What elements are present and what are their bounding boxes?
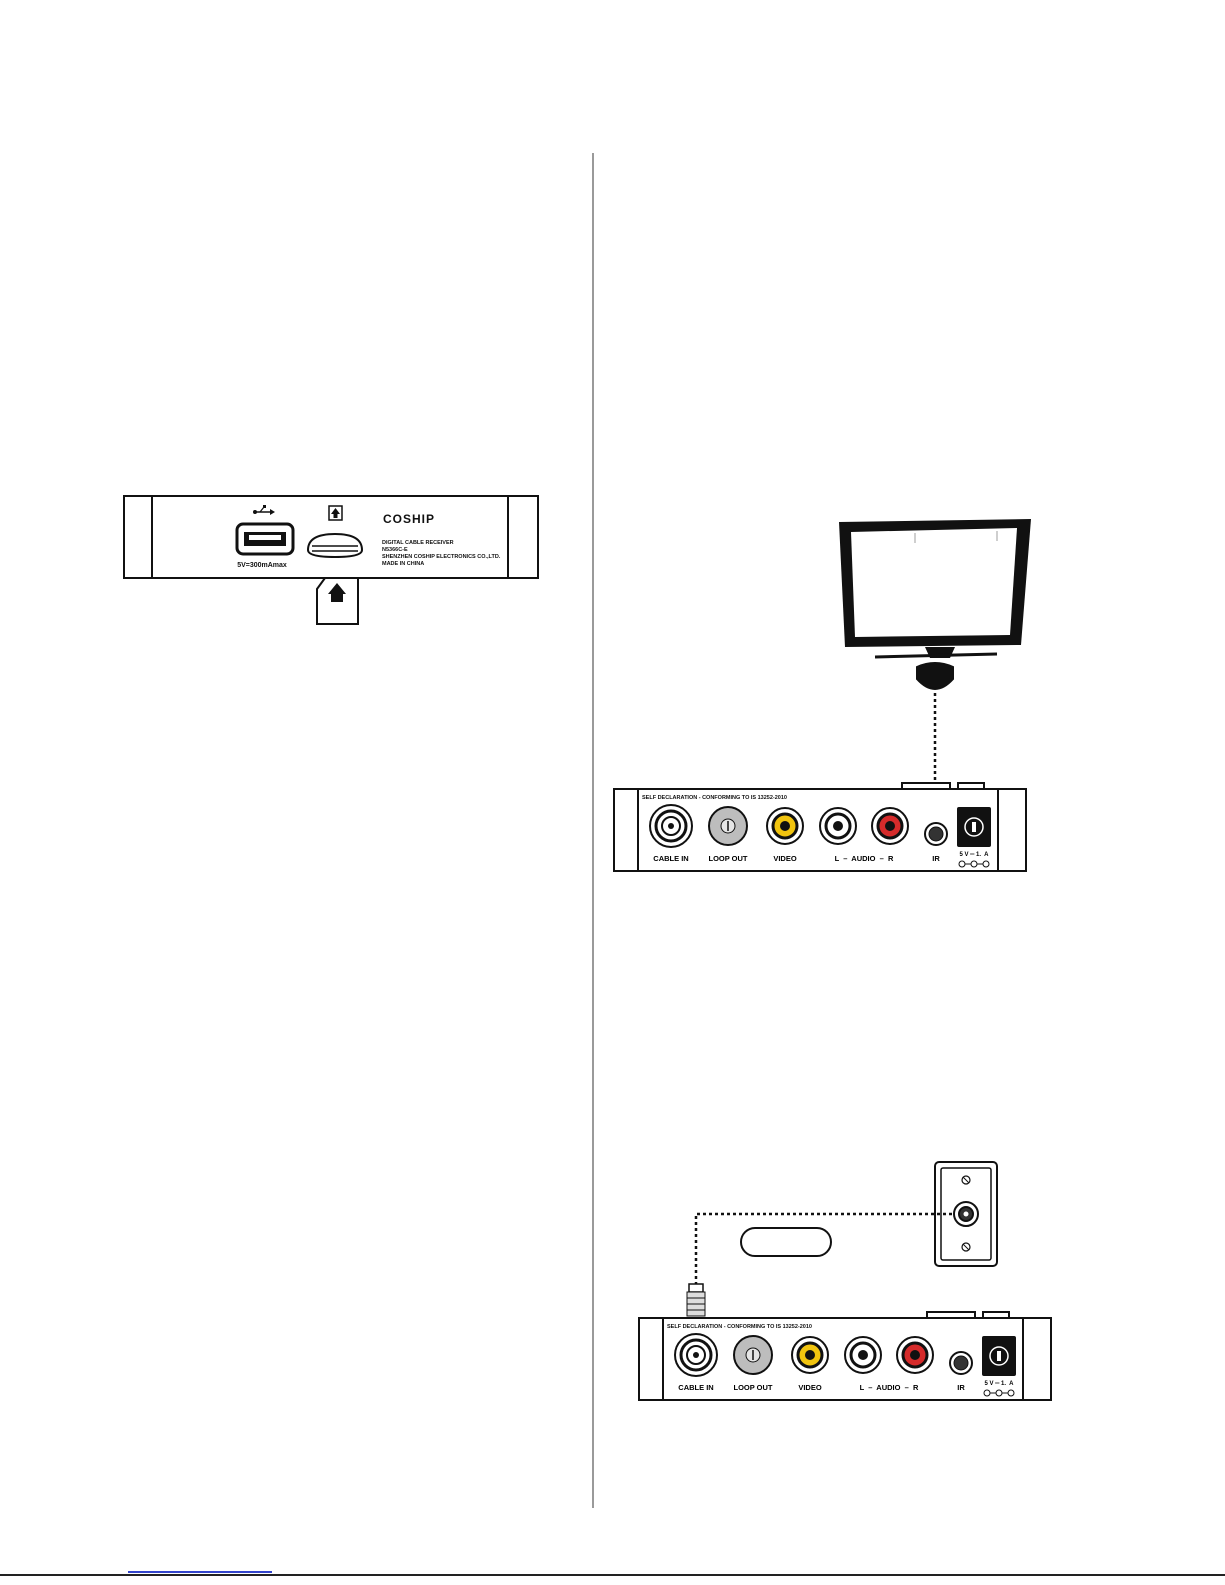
wall-outlet-icon (934, 1161, 998, 1267)
footer-rule (0, 1574, 1225, 1576)
label-line: SHENZHEN COSHIP ELECTRONICS CO.,LTD. (382, 554, 501, 560)
tv-icon (839, 519, 1031, 659)
usb-rating-label: 5V=300mAmax (237, 562, 287, 569)
ir-label: IR (957, 1383, 965, 1392)
video-jack[interactable] (766, 807, 804, 845)
usb-icon (253, 505, 275, 515)
loop-out-port[interactable] (708, 806, 748, 846)
cable-in-port[interactable] (649, 804, 693, 848)
label-line: MADE IN CHINA (382, 561, 424, 567)
cable-in-label: CABLE IN (653, 854, 688, 863)
audio-label: L – AUDIO – R (860, 1383, 919, 1392)
rf-cable (694, 1212, 952, 1284)
video-label: VIDEO (798, 1383, 822, 1392)
audio-label: L – AUDIO – R (835, 854, 894, 863)
loop-out-port[interactable] (733, 1335, 773, 1375)
tv-connection-diagram: SELF DECLARATION - CONFORMING TO IS 1325… (613, 519, 1031, 872)
power-label: 5 V ═ 1. A (984, 1381, 1014, 1387)
label-line: DIGITAL CABLE RECEIVER (382, 540, 454, 546)
loop-out-label: LOOP OUT (733, 1383, 772, 1392)
audio-left-jack[interactable] (819, 807, 857, 845)
ir-sensor-icon (916, 662, 954, 690)
video-label: VIDEO (773, 854, 797, 863)
audio-right-jack[interactable] (871, 807, 909, 845)
column-divider (592, 153, 594, 1508)
smart-card[interactable] (316, 577, 359, 625)
cable-label-box (740, 1227, 832, 1257)
ir-jack[interactable] (924, 822, 948, 846)
usb-port[interactable] (235, 522, 295, 556)
audio-left-jack[interactable] (844, 1336, 882, 1374)
cable-in-port[interactable] (674, 1333, 718, 1377)
declaration-text: SELF DECLARATION - CONFORMING TO IS 1325… (642, 795, 787, 801)
power-label: 5 V ═ 1. A (959, 852, 989, 858)
ir-label: IR (932, 854, 940, 863)
ir-jack[interactable] (949, 1351, 973, 1375)
video-jack[interactable] (791, 1336, 829, 1374)
smart-card-slot[interactable] (306, 532, 364, 559)
power-jack[interactable] (982, 1336, 1016, 1376)
f-connector-icon (686, 1283, 706, 1317)
brand-logo: COSHIP (383, 512, 435, 526)
footer-link-underline[interactable] (128, 1571, 272, 1573)
polarity-symbol (983, 1389, 1015, 1397)
loop-out-label: LOOP OUT (708, 854, 747, 863)
cable-in-label: CABLE IN (678, 1383, 713, 1392)
card-slot-icon (328, 505, 343, 521)
audio-right-jack[interactable] (896, 1336, 934, 1374)
declaration-text: SELF DECLARATION - CONFORMING TO IS 1325… (667, 1324, 812, 1330)
cable-connection-diagram: SELF DECLARATION - CONFORMING TO IS 1325… (638, 1161, 1052, 1401)
power-jack[interactable] (957, 807, 991, 847)
label-line: N5366C-E (382, 547, 408, 553)
front-panel-diagram: 5V=300mAmax COSHIP DIGITAL CABLE RECEIVE… (123, 495, 539, 625)
polarity-symbol (958, 860, 990, 868)
